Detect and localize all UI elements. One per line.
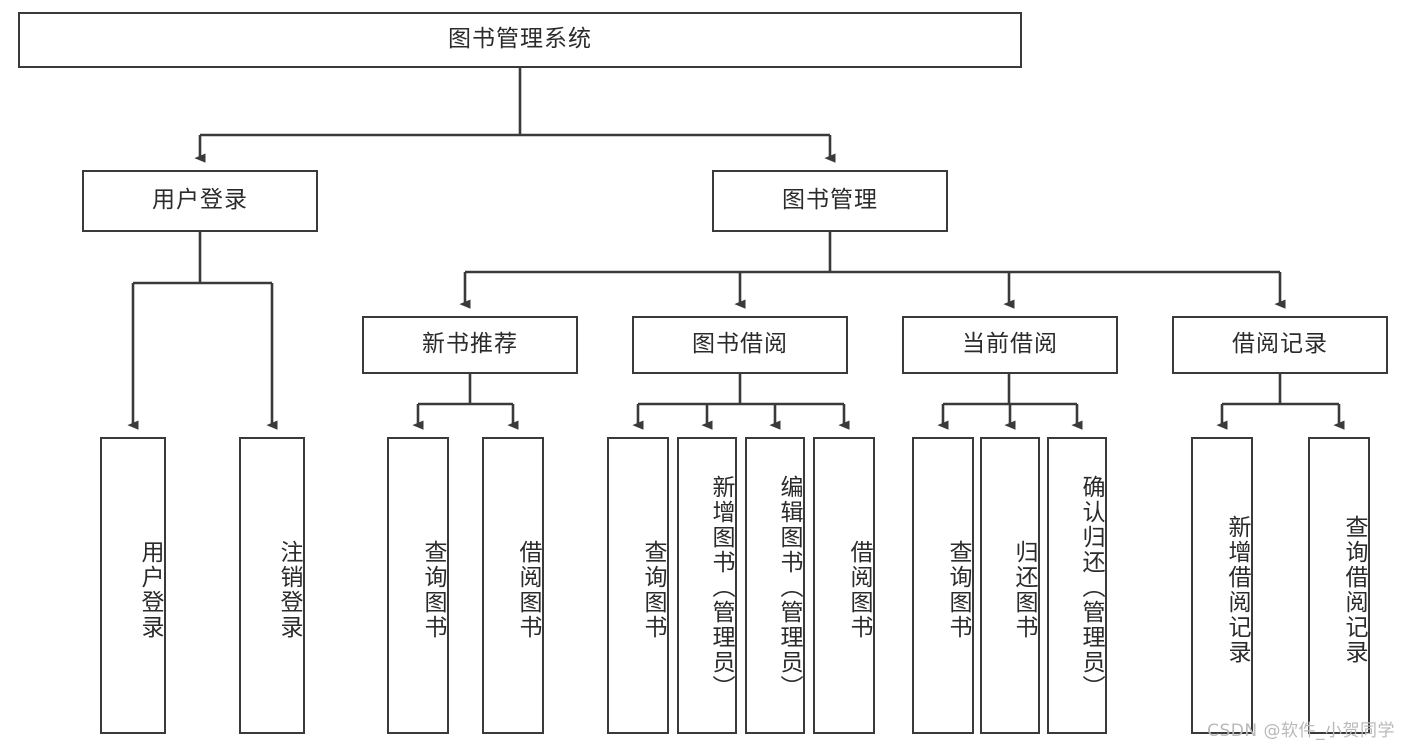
node-label: 用户登录 bbox=[152, 187, 248, 214]
leaf-query-book-current[interactable]: 查询图书 bbox=[912, 437, 974, 734]
node-book-management[interactable]: 图书管理 bbox=[712, 170, 948, 232]
leaf-query-book-borrow[interactable]: 查询图书 bbox=[607, 437, 669, 734]
csdn-watermark: CSDN @软件_小贺同学 bbox=[1207, 721, 1395, 741]
leaf-query-borrow-record[interactable]: 查询借阅记录 bbox=[1308, 437, 1370, 734]
leaf-confirm-return-admin[interactable]: 确认归还（管理员） bbox=[1047, 437, 1107, 734]
leaf-user-login[interactable]: 用户登录 bbox=[100, 437, 166, 734]
leaf-borrow-book-new-book[interactable]: 借阅图书 bbox=[482, 437, 544, 734]
node-root-book-management-system[interactable]: 图书管理系统 bbox=[18, 12, 1022, 68]
node-label: 查询图书 bbox=[420, 539, 446, 640]
node-label: 确认归还（管理员） bbox=[1078, 475, 1104, 700]
node-label: 归还图书 bbox=[1011, 539, 1037, 640]
node-label: 新增借阅记录 bbox=[1224, 514, 1250, 665]
leaf-edit-book-admin[interactable]: 编辑图书（管理员） bbox=[745, 437, 805, 734]
node-label: 注销登录 bbox=[276, 539, 302, 640]
node-label: 图书借阅 bbox=[692, 331, 788, 358]
node-label: 借阅记录 bbox=[1232, 331, 1328, 358]
leaf-borrow-book-borrow[interactable]: 借阅图书 bbox=[813, 437, 875, 734]
node-label: 当前借阅 bbox=[962, 331, 1058, 358]
node-borrow-record[interactable]: 借阅记录 bbox=[1172, 316, 1388, 374]
leaf-logout-login[interactable]: 注销登录 bbox=[239, 437, 305, 734]
leaf-add-borrow-record[interactable]: 新增借阅记录 bbox=[1191, 437, 1253, 734]
node-user-login[interactable]: 用户登录 bbox=[82, 170, 318, 232]
leaf-add-book-admin[interactable]: 新增图书（管理员） bbox=[677, 437, 737, 734]
node-current-borrow[interactable]: 当前借阅 bbox=[902, 316, 1118, 374]
node-label: 查询借阅记录 bbox=[1341, 514, 1367, 665]
node-label: 新书推荐 bbox=[422, 331, 518, 358]
node-label: 新增图书（管理员） bbox=[708, 475, 734, 700]
node-label: 图书管理 bbox=[782, 187, 878, 214]
node-label: 图书管理系统 bbox=[448, 26, 592, 53]
node-label: 用户登录 bbox=[137, 539, 163, 640]
node-new-book-recommend[interactable]: 新书推荐 bbox=[362, 316, 578, 374]
node-book-borrow[interactable]: 图书借阅 bbox=[632, 316, 848, 374]
node-label: 借阅图书 bbox=[846, 539, 872, 640]
node-label: 查询图书 bbox=[945, 539, 971, 640]
leaf-query-book-new-book[interactable]: 查询图书 bbox=[387, 437, 449, 734]
node-label: 编辑图书（管理员） bbox=[776, 475, 802, 700]
leaf-return-book[interactable]: 归还图书 bbox=[980, 437, 1040, 734]
node-label: 查询图书 bbox=[640, 539, 666, 640]
node-label: 借阅图书 bbox=[515, 539, 541, 640]
